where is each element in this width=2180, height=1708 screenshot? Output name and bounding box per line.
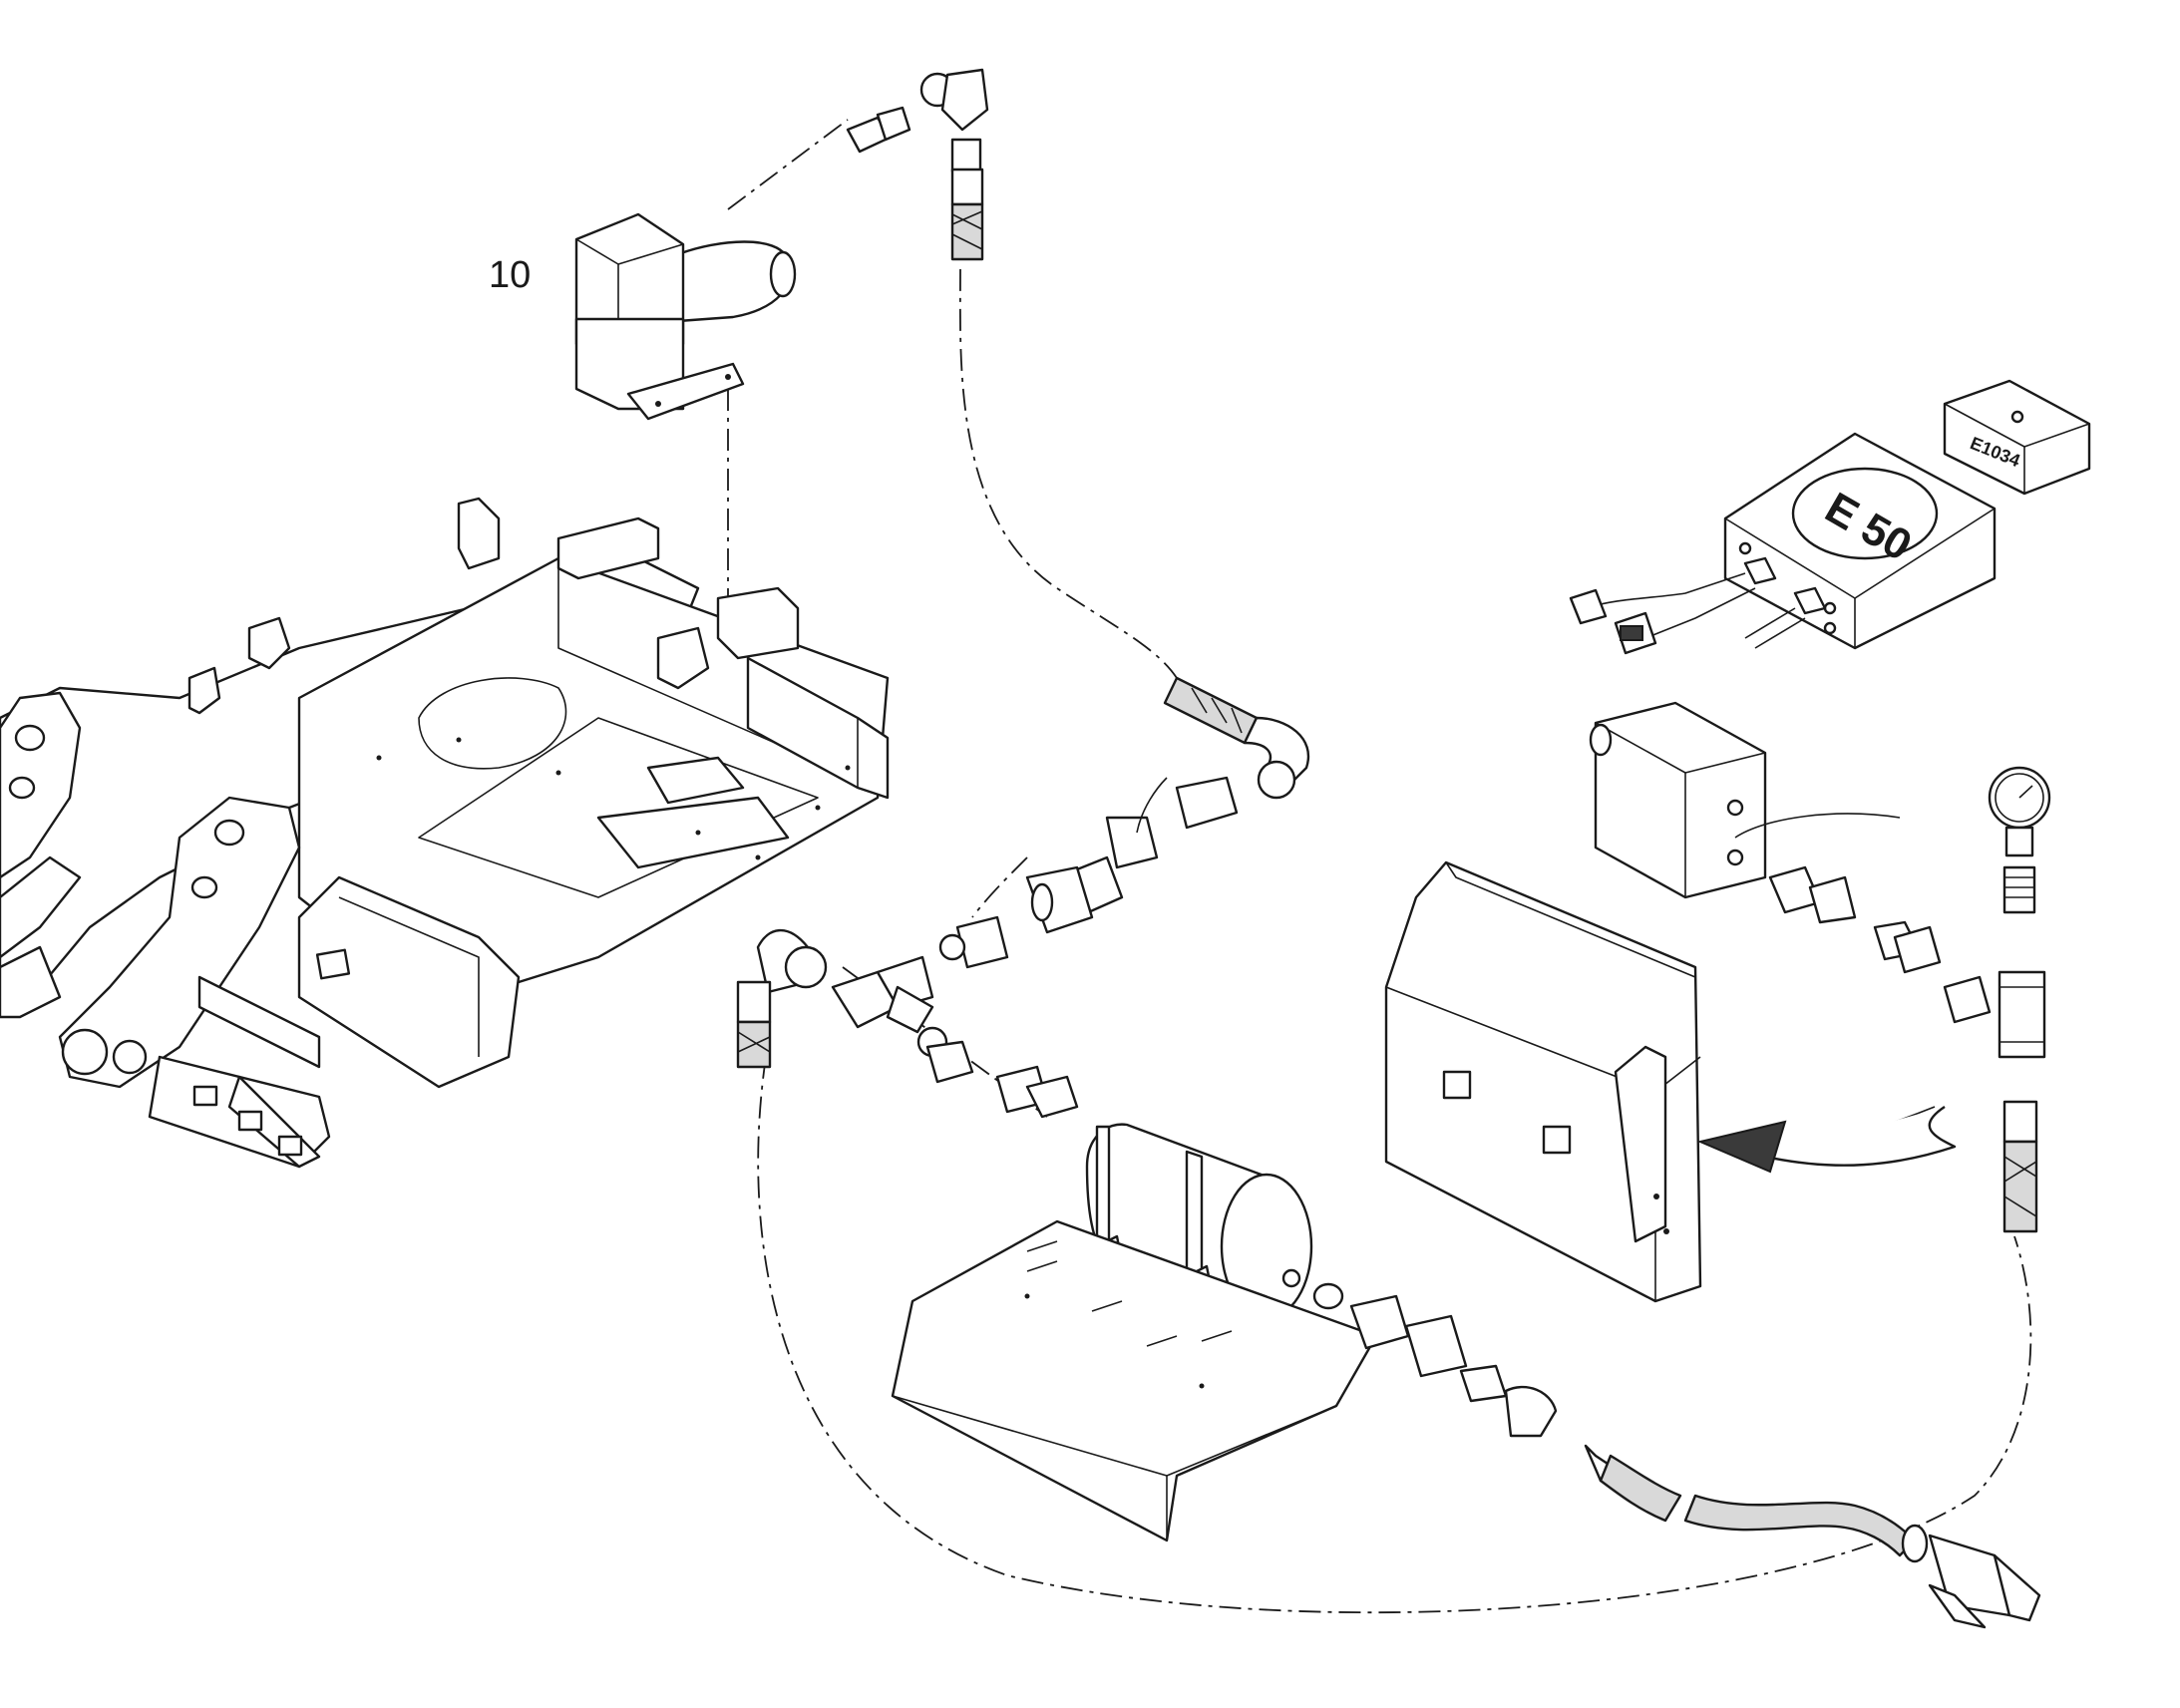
- tee-fitting: [1768, 865, 2046, 1059]
- callout-item-10: 10: [489, 254, 531, 296]
- tee-fitting: [1312, 1282, 1613, 1483]
- elbow-fitting: [736, 928, 828, 1069]
- nozzle: [1901, 1524, 2041, 1629]
- sensor-box: E1034: [1943, 379, 2091, 496]
- tee-fitting: [831, 955, 1079, 1119]
- cover-panel: [1384, 860, 1702, 1303]
- junction-box: [1589, 701, 1901, 899]
- junction-box: [1569, 572, 1806, 655]
- frame-chassis: [0, 497, 890, 1169]
- tee-fitting: [938, 776, 1239, 969]
- pressure-gauge: [1988, 766, 2051, 914]
- pump-motor: [574, 212, 797, 421]
- cylinder-tank: [1085, 1123, 1313, 1328]
- hose: [1163, 676, 1310, 800]
- hose: [950, 168, 984, 261]
- mounting-plate: [891, 1219, 1378, 1542]
- arrow-icon: [1696, 1106, 1957, 1174]
- elbow-fitting: [846, 68, 989, 173]
- hose: [2002, 1100, 2038, 1233]
- control-unit-box: E 50: [1723, 432, 1997, 650]
- hose: [1599, 1454, 1917, 1557]
